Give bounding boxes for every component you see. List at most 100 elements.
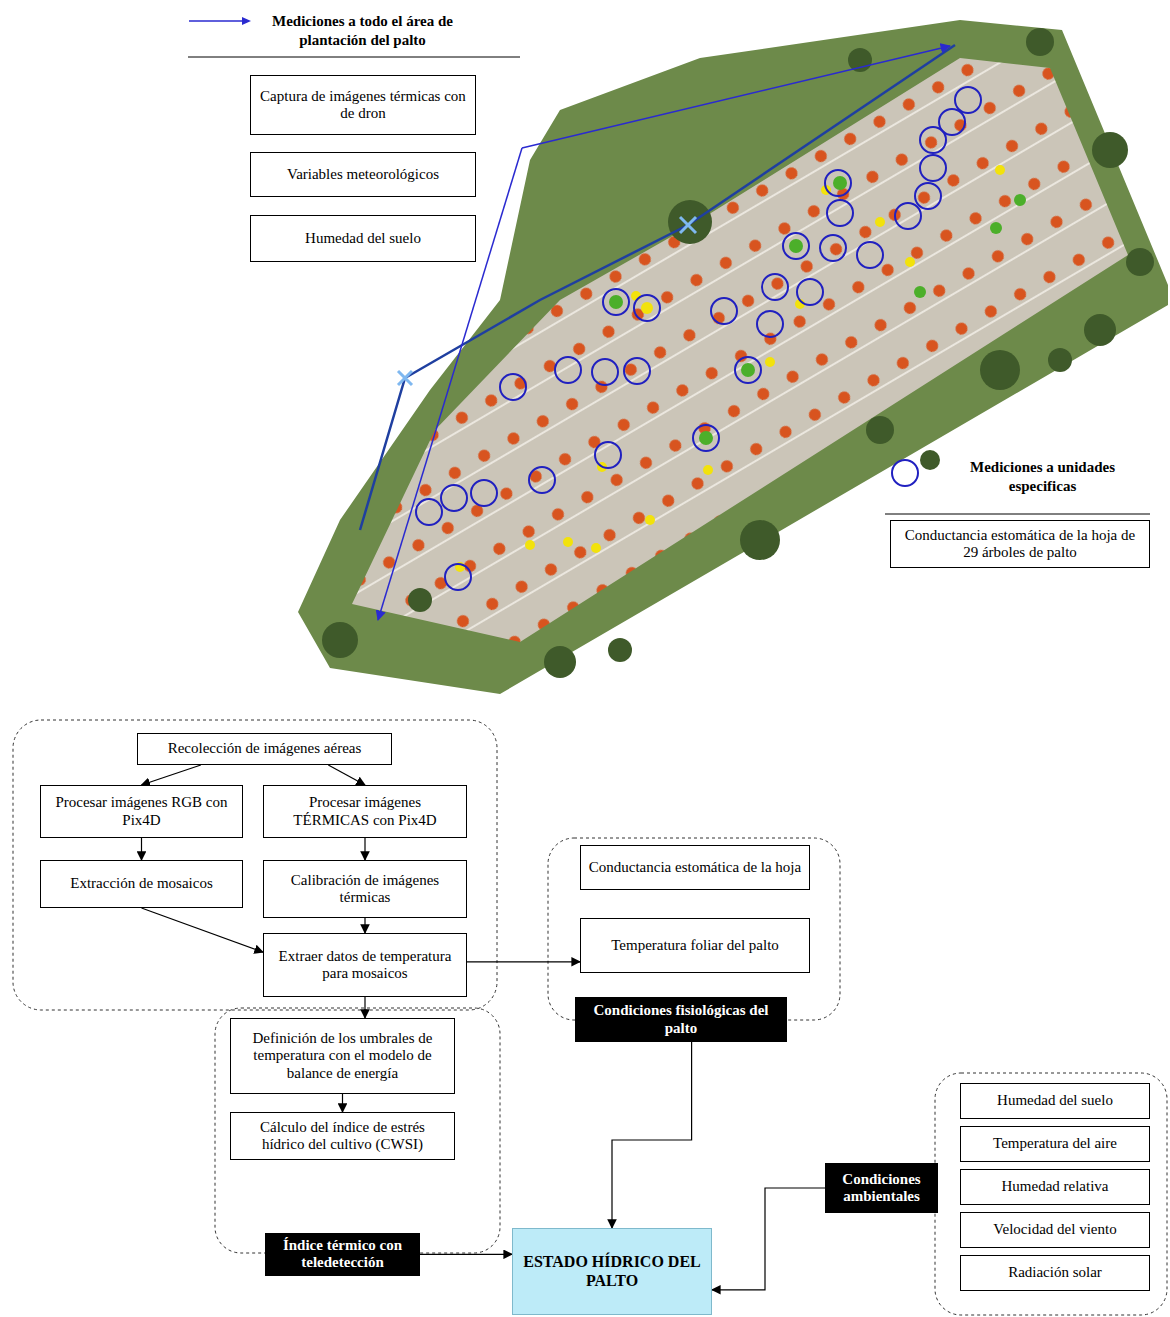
group-label: Índice térmico con teledetección (265, 1233, 420, 1276)
node-text: Humedad del suelo (997, 1092, 1113, 1109)
drawing-part (544, 646, 576, 678)
process-box: Captura de imágenes térmicas con de dron (250, 75, 476, 135)
drawing-part (322, 622, 358, 658)
drawing-part (525, 540, 535, 550)
drawing-part (592, 359, 618, 385)
drawing-part (990, 222, 1002, 234)
sampled-tree-circles (416, 87, 981, 590)
node-text: Índice térmico con teledetección (271, 1237, 414, 1272)
drawing-part (920, 127, 946, 153)
node-text: Temperatura foliar del palto (611, 937, 779, 954)
flow-arrow (142, 765, 201, 785)
drawing-part (680, 217, 696, 233)
yellow-trees (455, 165, 1005, 572)
node-text: Condiciones ambientales (831, 1171, 932, 1206)
drawing-part (416, 499, 442, 525)
drawing-part (189, 20, 244, 22)
drawing-part (892, 460, 918, 486)
process-box: Procesar imágenes RGB con Pix4D (40, 785, 243, 838)
drawing-part (857, 242, 883, 268)
drawing-part (740, 520, 780, 560)
node-text: Cálculo del índice de estrés hídrico del… (237, 1119, 448, 1154)
node-text: Captura de imágenes térmicas con de dron (257, 88, 469, 123)
node-text: Procesar imágenes RGB con Pix4D (47, 794, 236, 829)
green-trees (609, 176, 1026, 445)
flow-arrow (328, 765, 365, 785)
legend-sample (188, 14, 252, 28)
drawing-part (820, 235, 846, 261)
drawing-part (603, 289, 629, 315)
separator-line (885, 514, 1150, 515)
drawing-part (609, 295, 623, 309)
drawing-part (935, 1073, 1167, 1315)
drawing-part (797, 279, 823, 305)
drawing-part (634, 295, 660, 321)
drawing-part (914, 286, 926, 298)
group-label: Condiciones ambientales (825, 1163, 938, 1213)
node-text: Velocidad del viento (993, 1221, 1116, 1238)
drawing-part (608, 638, 632, 662)
drawing-part (980, 350, 1020, 390)
drawing-part (555, 357, 581, 383)
node-text: Variables meteorológicos (287, 166, 439, 183)
process-box: Temperatura foliar del palto (580, 918, 810, 973)
node-text: Humedad del suelo (305, 230, 421, 247)
drawing-part (471, 480, 497, 506)
drawing-part (13, 720, 497, 1010)
process-box: Recolección de imágenes aéreas (137, 733, 392, 765)
drawing-part (693, 425, 719, 451)
drawing-part (711, 298, 737, 324)
drawing-part (215, 1008, 500, 1253)
drawing-part (1048, 348, 1072, 372)
legend-text: Mediciones a unidades especificas (935, 458, 1150, 496)
drawing-part (1084, 314, 1116, 346)
drawing-part (563, 537, 573, 547)
group-outline (13, 720, 1167, 1315)
drawing-part (955, 87, 981, 113)
node-text: Extracción de mosaicos (70, 875, 212, 892)
flow-arrow (142, 908, 264, 952)
node-text: Temperatura del aire (993, 1135, 1117, 1152)
node-text: Radiación solar (1008, 1264, 1102, 1281)
drawing-part (529, 467, 555, 493)
leader-arrow (522, 46, 950, 148)
node-text: Extraer datos de temperatura para mosaic… (270, 948, 460, 983)
drawing-part (398, 371, 412, 385)
process-box: Variables meteorológicos (250, 152, 476, 197)
process-box: Definición de los umbrales de temperatur… (230, 1018, 455, 1094)
drawing-part (765, 357, 775, 367)
drawing-part (445, 564, 471, 590)
process-box: Cálculo del índice de estrés hídrico del… (230, 1112, 455, 1160)
process-box: Radiación solar (960, 1255, 1150, 1291)
drawing-part (762, 274, 788, 300)
drawing-part (624, 358, 650, 384)
node-text: Conductancia estomática de la hoja de 29… (897, 527, 1143, 562)
separator-line (188, 57, 520, 58)
process-box: Conductancia estomática de la hoja (580, 845, 810, 890)
drawing-part (789, 239, 803, 253)
drawing-part (783, 233, 809, 259)
process-box: Temperatura del aire (960, 1126, 1150, 1162)
legend-text: Mediciones a todo el área de plantación … (255, 12, 470, 50)
process-box: Calibración de imágenes térmicas (263, 860, 467, 918)
drawing-part (408, 588, 432, 612)
flow-arrow (141, 838, 142, 860)
legend-sample (889, 457, 921, 489)
node-text: Humedad relativa (1001, 1178, 1108, 1195)
drawing-part (735, 357, 761, 383)
drawing-part (703, 465, 713, 475)
drawing-part (595, 442, 621, 468)
process-box: Humedad del suelo (960, 1083, 1150, 1119)
drawing-part (757, 311, 783, 337)
drawing-part (699, 431, 713, 445)
flow-arrow (467, 961, 580, 962)
drawing-part (995, 165, 1005, 175)
drawing-part (680, 217, 696, 233)
drawing-part (825, 170, 851, 196)
flow-arrow (364, 997, 365, 1018)
drawing-part (875, 217, 885, 227)
drawing-part (500, 374, 526, 400)
drawing-part (866, 416, 894, 444)
node-text: ESTADO HÍDRICO DEL PALTO (519, 1253, 705, 1290)
